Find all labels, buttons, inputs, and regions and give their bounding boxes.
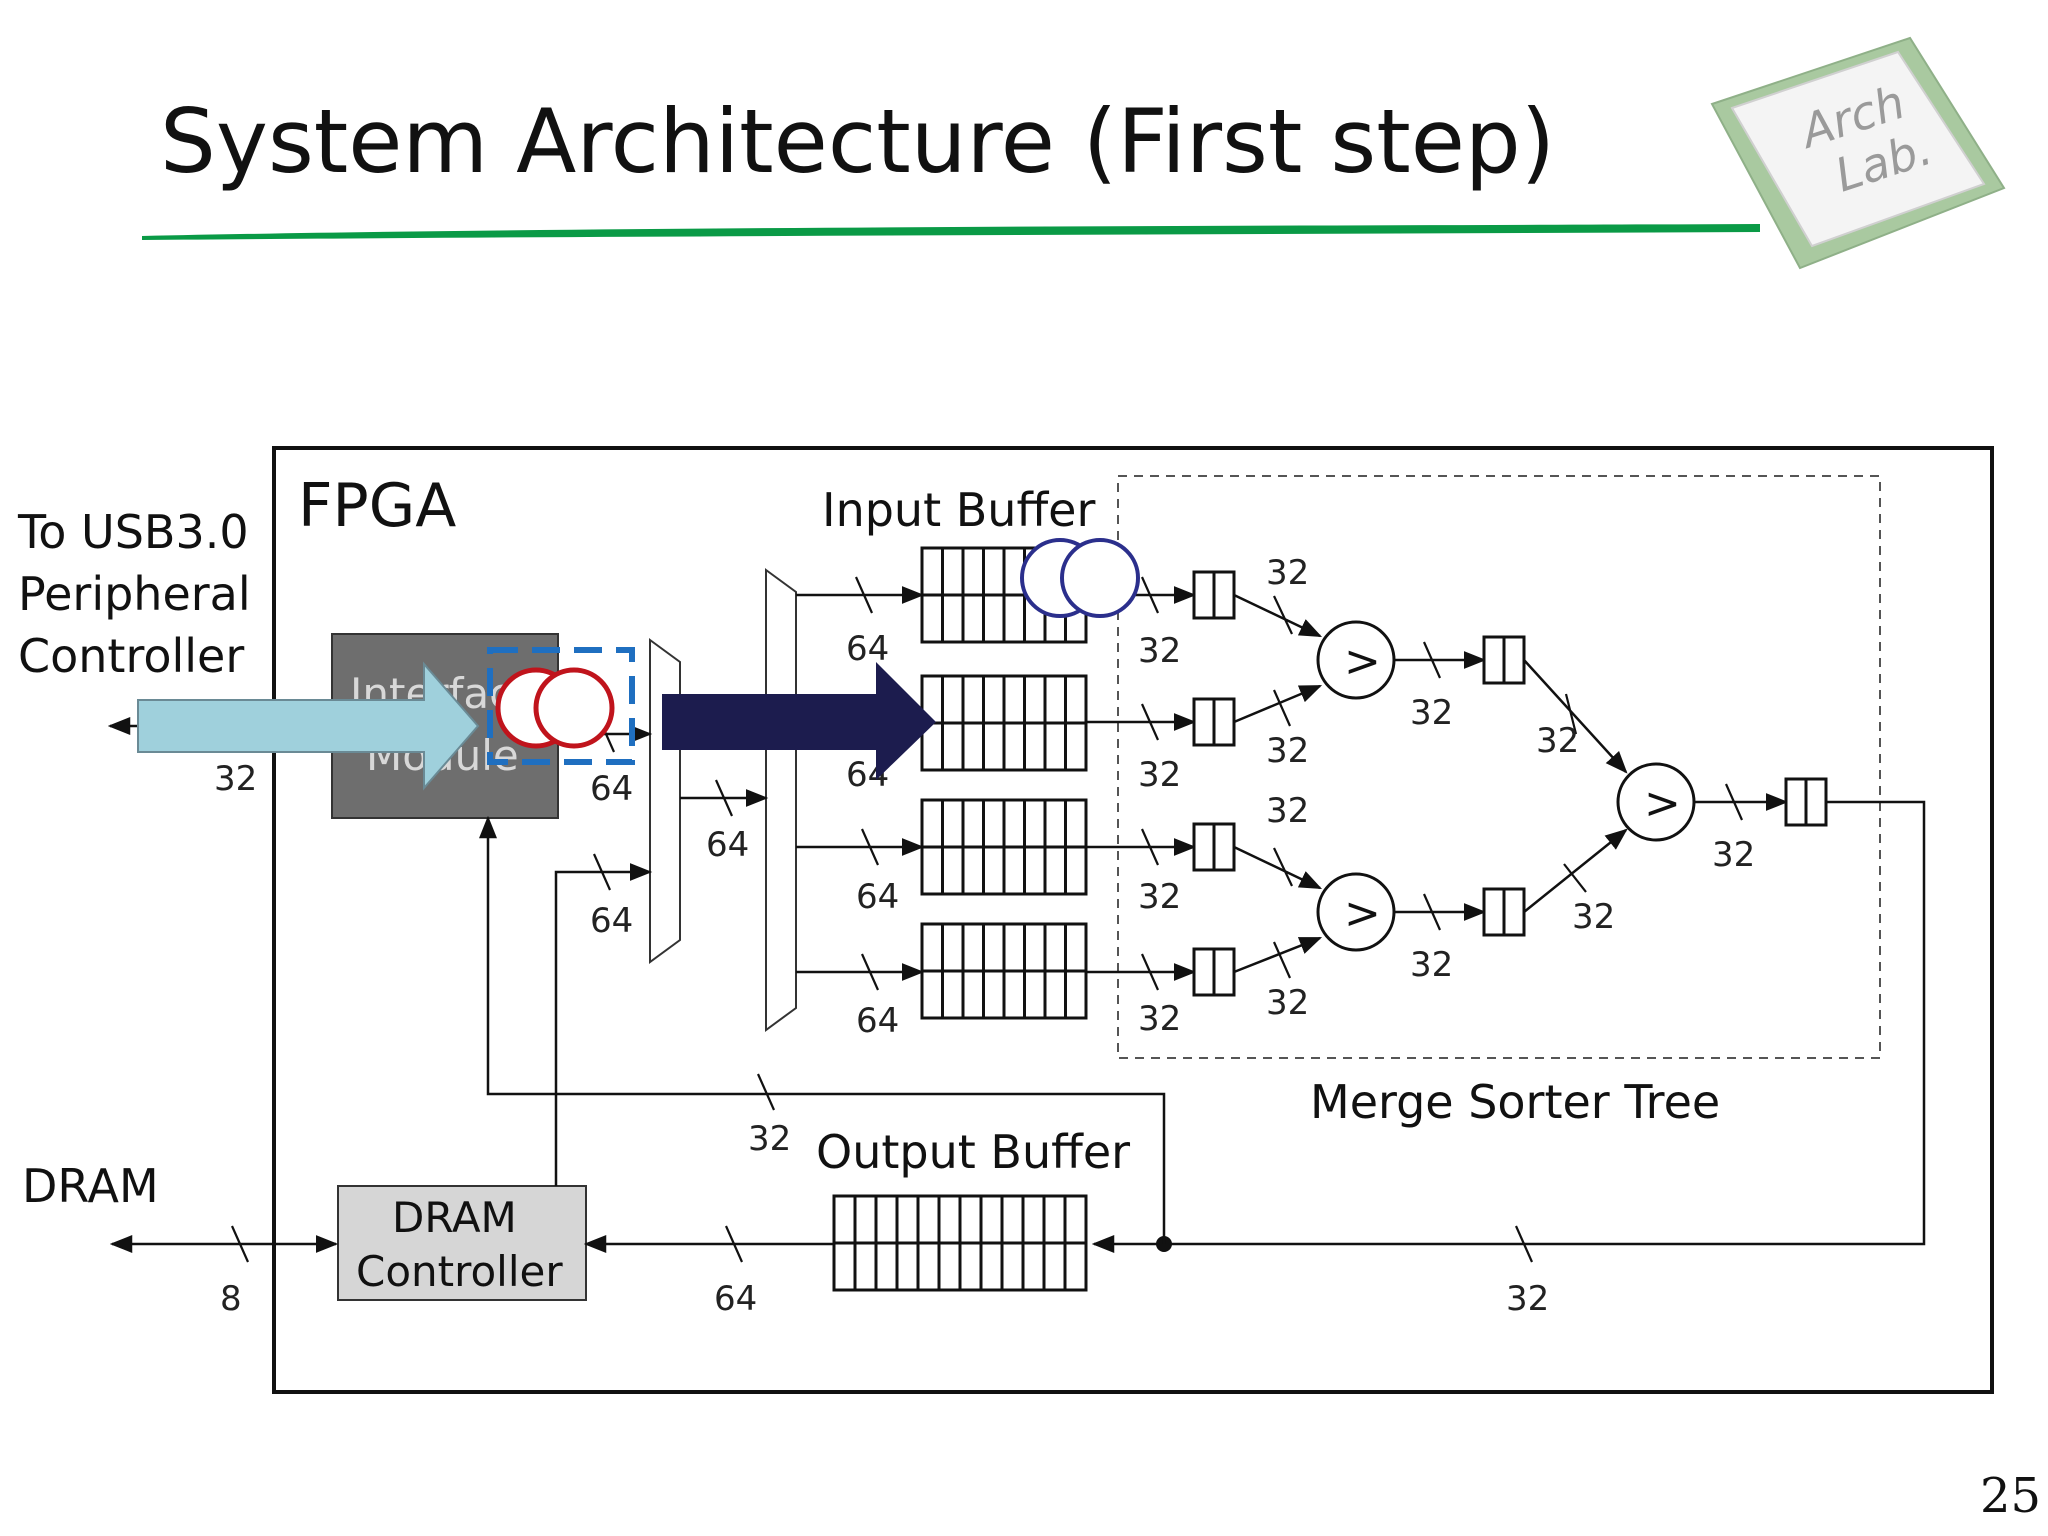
register-l0-1 — [1192, 570, 1236, 620]
width-label-dram-in: 64 — [590, 901, 633, 941]
mux-2 — [765, 568, 797, 1032]
width-label-l1d: 32 — [1266, 983, 1309, 1023]
output-buffer-label: Output Buffer — [816, 1125, 1130, 1179]
reg2-to-cmp1-tick — [1272, 689, 1292, 727]
reg-l1-1-to-cmp3 — [1523, 659, 1628, 774]
comparator-1: > — [1316, 620, 1396, 700]
register-final — [1784, 777, 1828, 827]
register-l1-1 — [1482, 635, 1526, 685]
reg2-to-cmp1 — [1233, 684, 1323, 724]
width-label-l2a: 32 — [1536, 721, 1579, 761]
buf3-to-reg3-tick — [1140, 828, 1160, 866]
mux2-to-buf3-tick — [860, 828, 880, 866]
usb-label-line3: Controller — [18, 629, 244, 683]
input-buffer-label: Input Buffer — [822, 483, 1095, 537]
output-buffer-cells — [834, 1196, 1086, 1290]
width-label-final: 32 — [1712, 835, 1755, 875]
width-label-ob: 64 — [714, 1279, 757, 1319]
width-label-ms1: 32 — [1138, 631, 1181, 671]
dram-to-mux1 — [554, 863, 653, 1186]
feedback-tick — [756, 1073, 776, 1111]
mux2-to-buf1-tick — [854, 576, 874, 614]
dram-bus-tick — [230, 1225, 250, 1263]
dram-to-mux1-tick — [592, 853, 612, 891]
reg-l1-1-tick — [1564, 693, 1578, 735]
width-label-usb: 32 — [214, 759, 257, 799]
width-label-ms4: 32 — [1138, 999, 1181, 1039]
width-label-buf4: 64 — [856, 1001, 899, 1041]
comparator-3-symbol: > — [1644, 778, 1681, 829]
cmp1-tick — [1422, 641, 1442, 679]
reg-l1-2-to-cmp3 — [1523, 828, 1628, 913]
arch-lab-logo: Arch Lab. — [1710, 36, 2006, 270]
width-label-ms2: 32 — [1138, 755, 1181, 795]
register-l1-2 — [1482, 887, 1526, 937]
reg1-to-cmp1 — [1233, 593, 1323, 638]
dram-label: DRAM — [22, 1159, 159, 1213]
register-l0-3 — [1192, 822, 1236, 872]
comparator-2-symbol: > — [1344, 888, 1381, 939]
title-underline — [142, 224, 1760, 240]
mux-1 — [649, 638, 681, 964]
register-l0-2 — [1192, 697, 1236, 747]
reg4-to-cmp2-tick — [1272, 941, 1292, 979]
obuf-tick — [724, 1225, 744, 1263]
width-label-if-out: 64 — [590, 769, 633, 809]
dark-navy-arrow — [662, 662, 936, 780]
reg4-to-cmp2 — [1233, 936, 1323, 974]
buf4-to-reg4-tick — [1140, 953, 1160, 991]
dram-controller-line2: Controller — [356, 1247, 563, 1296]
buf2-to-reg2-tick — [1140, 703, 1160, 741]
width-label-l2b: 32 — [1572, 897, 1615, 937]
merge-sorter-label: Merge Sorter Tree — [1310, 1075, 1720, 1129]
page-number: 25 — [1980, 1468, 2041, 1524]
usb-label-line1: To USB3.0 — [17, 505, 249, 559]
width-label-ret: 32 — [1506, 1279, 1549, 1319]
width-label-l1b: 32 — [1266, 731, 1309, 771]
fpga-boundary — [272, 446, 1994, 1394]
reg1-to-cmp1-tick — [1273, 595, 1293, 635]
width-label-l1c: 32 — [1266, 791, 1309, 831]
feedback-to-interface — [479, 815, 1166, 1244]
width-label-mux-out: 64 — [706, 825, 749, 865]
mux1-to-mux2-tick — [714, 779, 734, 817]
dram-controller-line1: DRAM — [392, 1193, 517, 1242]
width-label-ms3: 32 — [1138, 877, 1181, 917]
page-title: System Architecture (First step) — [160, 90, 1555, 193]
light-blue-arrow — [137, 661, 480, 791]
fpga-label: FPGA — [298, 471, 456, 541]
width-label-c1: 32 — [1410, 693, 1453, 733]
reg3-to-cmp2-tick — [1273, 847, 1293, 887]
final-output-return — [1091, 800, 1926, 1253]
width-label-l1a: 32 — [1266, 553, 1309, 593]
comparator-2: > — [1316, 872, 1396, 952]
comparator-3: > — [1616, 762, 1696, 842]
reg-l1-2-tick — [1563, 863, 1587, 893]
blue-circle-front — [1060, 538, 1140, 618]
mux2-to-buf4-tick — [860, 953, 880, 991]
width-label-buf1: 64 — [846, 629, 889, 669]
width-label-c2: 32 — [1410, 945, 1453, 985]
reg3-to-cmp2 — [1233, 845, 1323, 890]
cmp3-tick — [1724, 783, 1744, 821]
comparator-1-symbol: > — [1344, 636, 1381, 687]
cmp2-tick — [1422, 893, 1442, 931]
width-label-dram-bus: 8 — [220, 1279, 242, 1319]
return-tick — [1514, 1225, 1534, 1263]
usb-label-line2: Peripheral — [18, 567, 251, 621]
buf1-to-reg1-tick — [1140, 576, 1160, 614]
width-label-buf3: 64 — [856, 877, 899, 917]
width-label-fb: 32 — [748, 1119, 791, 1159]
register-l0-4 — [1192, 947, 1236, 997]
red-circle-front — [533, 667, 615, 749]
